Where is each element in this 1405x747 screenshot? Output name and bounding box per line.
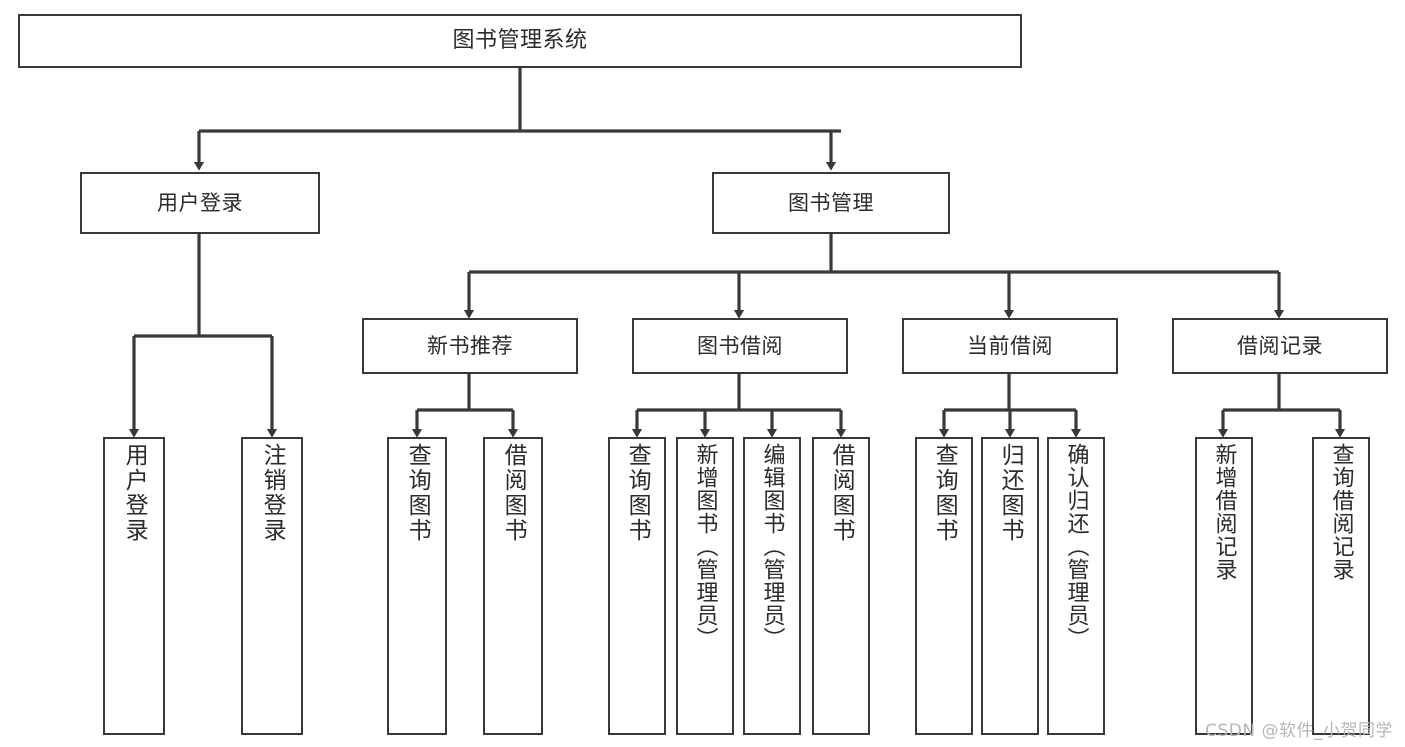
node-label: 新增借阅记录 bbox=[1211, 443, 1237, 581]
node-label: 查询图书 bbox=[404, 443, 431, 543]
node-label: 查询借阅记录 bbox=[1328, 443, 1354, 581]
node-label: 当前借阅 bbox=[967, 333, 1053, 358]
leaf-new-book-query-book[interactable]: 查询图书 bbox=[387, 437, 447, 735]
node-label: 图书借阅 bbox=[697, 333, 783, 358]
node-label: 借阅图书 bbox=[500, 443, 527, 543]
node-current-borrow[interactable]: 当前借阅 bbox=[902, 318, 1118, 374]
node-label: 编辑图书（管理员） bbox=[759, 443, 785, 650]
node-borrow-record[interactable]: 借阅记录 bbox=[1172, 318, 1388, 374]
leaf-borrow-record-add-record[interactable]: 新增借阅记录 bbox=[1195, 437, 1253, 735]
node-label: 新书推荐 bbox=[427, 333, 513, 358]
leaf-book-borrow-edit-book-admin[interactable]: 编辑图书（管理员） bbox=[743, 437, 801, 735]
leaf-borrow-record-query-record[interactable]: 查询借阅记录 bbox=[1312, 437, 1370, 735]
node-label: 确认归还（管理员） bbox=[1063, 443, 1089, 650]
leaf-current-borrow-return-book[interactable]: 归还图书 bbox=[981, 437, 1039, 735]
leaf-book-borrow-query-book[interactable]: 查询图书 bbox=[608, 437, 666, 735]
node-label: 归还图书 bbox=[997, 443, 1024, 543]
leaf-user-login-logout[interactable]: 注销登录 bbox=[241, 437, 303, 735]
node-book-management[interactable]: 图书管理 bbox=[712, 172, 950, 234]
leaf-book-borrow-borrow-book[interactable]: 借阅图书 bbox=[812, 437, 870, 735]
node-root-book-management-system[interactable]: 图书管理系统 bbox=[18, 14, 1022, 68]
leaf-current-borrow-query-book[interactable]: 查询图书 bbox=[915, 437, 973, 735]
leaf-new-book-borrow-book[interactable]: 借阅图书 bbox=[483, 437, 543, 735]
node-label: 新增图书（管理员） bbox=[692, 443, 718, 650]
node-label: 注销登录 bbox=[259, 443, 286, 543]
leaf-book-borrow-add-book-admin[interactable]: 新增图书（管理员） bbox=[676, 437, 734, 735]
node-label: 用户登录 bbox=[157, 190, 243, 215]
leaf-user-login-login[interactable]: 用户登录 bbox=[103, 437, 165, 735]
node-label: 查询图书 bbox=[931, 443, 958, 543]
node-label: 借阅记录 bbox=[1237, 333, 1323, 358]
node-label: 查询图书 bbox=[624, 443, 651, 543]
node-label: 图书管理系统 bbox=[452, 28, 588, 54]
leaf-current-borrow-confirm-return-admin[interactable]: 确认归还（管理员） bbox=[1047, 437, 1105, 735]
node-user-login[interactable]: 用户登录 bbox=[80, 172, 320, 234]
node-book-borrow[interactable]: 图书借阅 bbox=[632, 318, 848, 374]
node-new-book-recommend[interactable]: 新书推荐 bbox=[362, 318, 578, 374]
node-label: 借阅图书 bbox=[828, 443, 855, 543]
node-label: 图书管理 bbox=[788, 190, 874, 215]
node-label: 用户登录 bbox=[121, 443, 148, 543]
csdn-watermark: CSDN @软件_小贺同学 bbox=[1205, 721, 1393, 741]
